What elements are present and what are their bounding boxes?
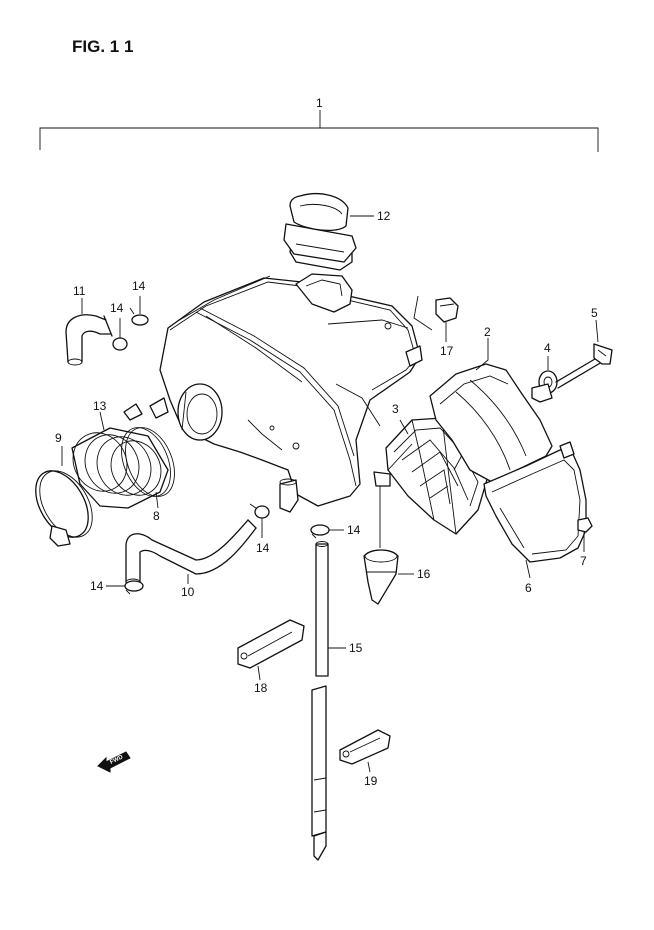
part-bolt-17 xyxy=(435,297,459,328)
part-cover xyxy=(483,441,587,563)
callout-7: 7 xyxy=(580,554,587,568)
part-clamp-band-9 xyxy=(35,470,93,547)
part-intake-boot xyxy=(71,427,169,509)
callout-14e: 14 xyxy=(90,579,104,593)
callout-9: 9 xyxy=(55,431,62,445)
figure-title: FIG. 1 1 xyxy=(72,37,133,56)
fwd-label: FWD xyxy=(109,754,125,766)
callout-14b: 14 xyxy=(110,301,124,315)
part-clamp-18 xyxy=(237,619,305,669)
part-wing-bolt xyxy=(555,343,613,389)
callout-19: 19 xyxy=(364,774,378,788)
part-short-hose xyxy=(65,314,113,366)
callout-17: 17 xyxy=(440,344,454,358)
part-clip-14d xyxy=(310,524,330,539)
callout-2: 2 xyxy=(484,325,491,339)
part-breather-hose xyxy=(125,519,257,586)
part-airbox-housing xyxy=(149,273,423,513)
part-clip-14e xyxy=(124,580,144,595)
callout-18: 18 xyxy=(254,681,268,695)
callout-14a: 14 xyxy=(132,279,146,293)
callout-15: 15 xyxy=(349,641,363,655)
part-grommet-4 xyxy=(531,370,558,403)
callout-12: 12 xyxy=(377,209,391,223)
callout-11: 11 xyxy=(73,284,86,298)
part-clamp-19 xyxy=(339,729,391,765)
part-clip-14b xyxy=(112,337,128,351)
part-clip-14c xyxy=(249,503,270,519)
callout-14d: 14 xyxy=(347,523,361,537)
part-clip-14a xyxy=(129,307,149,326)
callout-14c: 14 xyxy=(256,541,270,555)
callout-13: 13 xyxy=(93,399,107,413)
callout-8: 8 xyxy=(153,509,160,523)
fwd-arrow-icon: FWD xyxy=(97,751,131,773)
callout-3: 3 xyxy=(392,402,399,416)
assembly-bracket xyxy=(39,110,599,152)
callout-6: 6 xyxy=(525,581,532,595)
part-screw-7 xyxy=(577,517,593,538)
part-filter-element xyxy=(429,363,553,483)
part-drain-tube xyxy=(311,541,329,861)
callout-16: 16 xyxy=(417,567,431,581)
part-drain-cap xyxy=(363,549,399,605)
part-intake-duct xyxy=(283,193,357,271)
callout-4: 4 xyxy=(544,341,551,355)
callout-5: 5 xyxy=(591,306,598,320)
part-clamp-band-8 xyxy=(121,403,175,497)
callout-10: 10 xyxy=(181,585,195,599)
callout-1: 1 xyxy=(316,96,323,110)
